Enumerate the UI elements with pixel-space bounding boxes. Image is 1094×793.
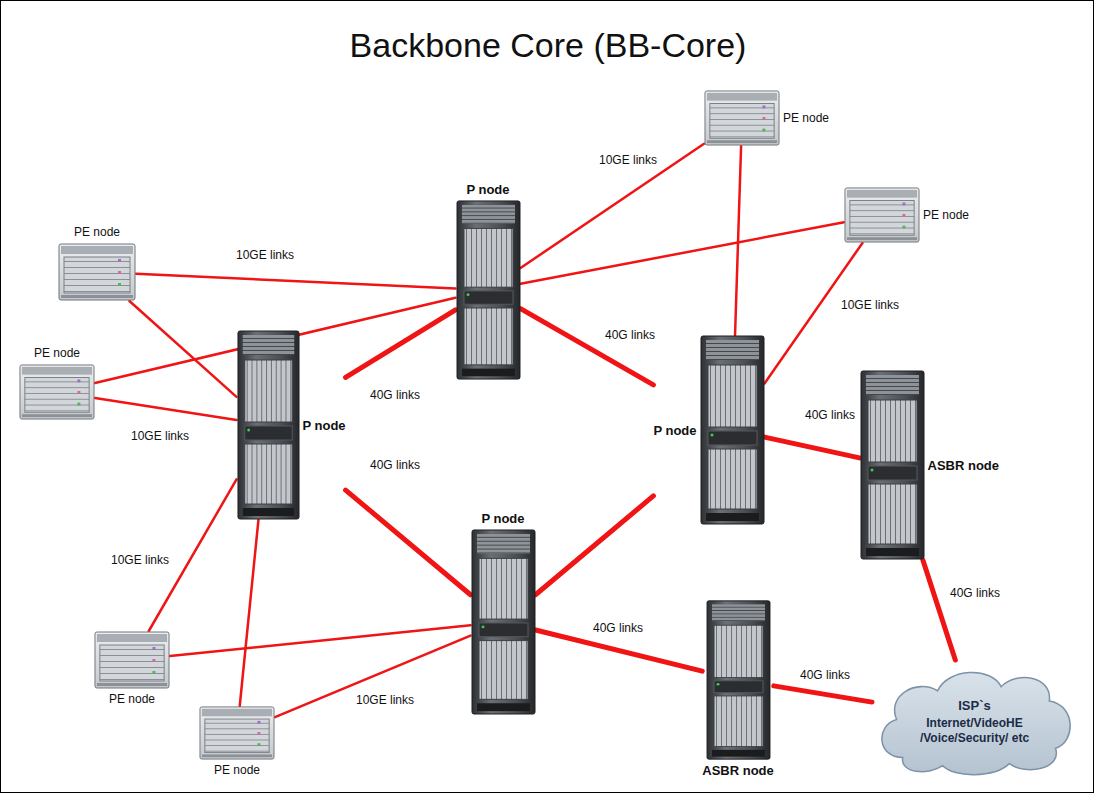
node-label: PE node [923,208,969,223]
core-router-image [237,330,300,520]
p-router: P node [456,182,521,380]
link-label: 10GE links [109,553,171,567]
router-image [457,201,520,379]
access-link [95,398,237,420]
node-label: ASBR node [928,458,1000,473]
access-link [240,520,259,706]
router-image [861,371,924,559]
node-label: P node [466,182,509,197]
core-router-image [456,200,521,380]
trunk-link [536,496,654,595]
link-label: 40G links [603,328,657,342]
router-image [701,336,764,524]
node-label: PE node [34,346,80,361]
core-router-image [706,600,771,760]
node-label: PE node [74,225,120,240]
pe-router: PE node [58,225,136,301]
edge-router-image [199,706,275,760]
node-label: PE node [783,111,829,126]
p-router: P node [653,335,764,525]
router-image [200,707,274,759]
trunk-link [765,437,860,458]
pe-router: PE node [704,90,829,146]
asbr-router: ASBR node [702,600,774,778]
router-image [472,530,535,714]
router-image [20,365,94,419]
node-label: P node [303,418,346,433]
link-label: 40G links [803,408,857,422]
edge-router-image [704,90,780,146]
trunk-link [521,309,654,385]
edge-router-image [19,364,95,420]
diagram-title: Backbone Core (BB-Core) [350,26,747,65]
edge-router-image [58,243,136,301]
edge-router-image [844,187,920,243]
p-router: P node [471,511,536,715]
isp-cloud: ISP`sInternet/VideoHE /Voice/Security/ e… [872,660,1077,778]
link-label: 10GE links [597,153,659,167]
node-label: ASBR node [702,763,774,778]
link-label: 40G links [798,668,852,682]
link-label: 40G links [368,458,422,472]
router-image [237,331,298,519]
trunk-link [346,310,456,377]
router-image [705,91,779,145]
link-label: 10GE links [234,248,296,262]
cloud-body: Internet/VideoHE /Voice/Security/ etc [916,716,1034,746]
pe-router: PE node [19,346,95,420]
edge-router-image [94,631,170,689]
access-link [765,243,863,383]
cloud-heading: ISP`s [958,698,991,713]
asbr-router: ASBR node [860,370,1000,560]
router-image [707,601,770,759]
link-label: 40G links [948,586,1002,600]
pe-router: PE node [94,631,170,707]
link-label: 10GE links [354,693,416,707]
link-label: 10GE links [129,429,191,443]
node-label: PE node [109,692,155,707]
core-router-image [471,529,536,715]
link-label: 10GE links [839,298,901,312]
pe-router: PE node [844,187,969,243]
link-label: 40G links [368,388,422,402]
router-image [845,188,919,242]
core-router-image [860,370,925,560]
node-label: P node [653,423,696,438]
node-label: PE node [214,763,260,778]
access-link [275,636,471,718]
access-link [129,301,236,397]
trunk-link [774,686,872,702]
cloud-shape [882,672,1070,774]
access-link [521,222,845,284]
access-link [521,144,705,268]
access-link [136,274,456,289]
trunk-link [923,560,955,660]
trunk-link [536,630,703,671]
p-router: P node [237,330,346,520]
core-router-image [700,335,765,525]
access-link [735,146,741,335]
link-label: 40G links [591,621,645,635]
access-link [170,625,471,656]
trunk-link [346,490,471,595]
pe-router: PE node [199,706,275,778]
node-label: P node [481,511,524,526]
router-image [59,244,135,300]
router-image [95,632,169,688]
